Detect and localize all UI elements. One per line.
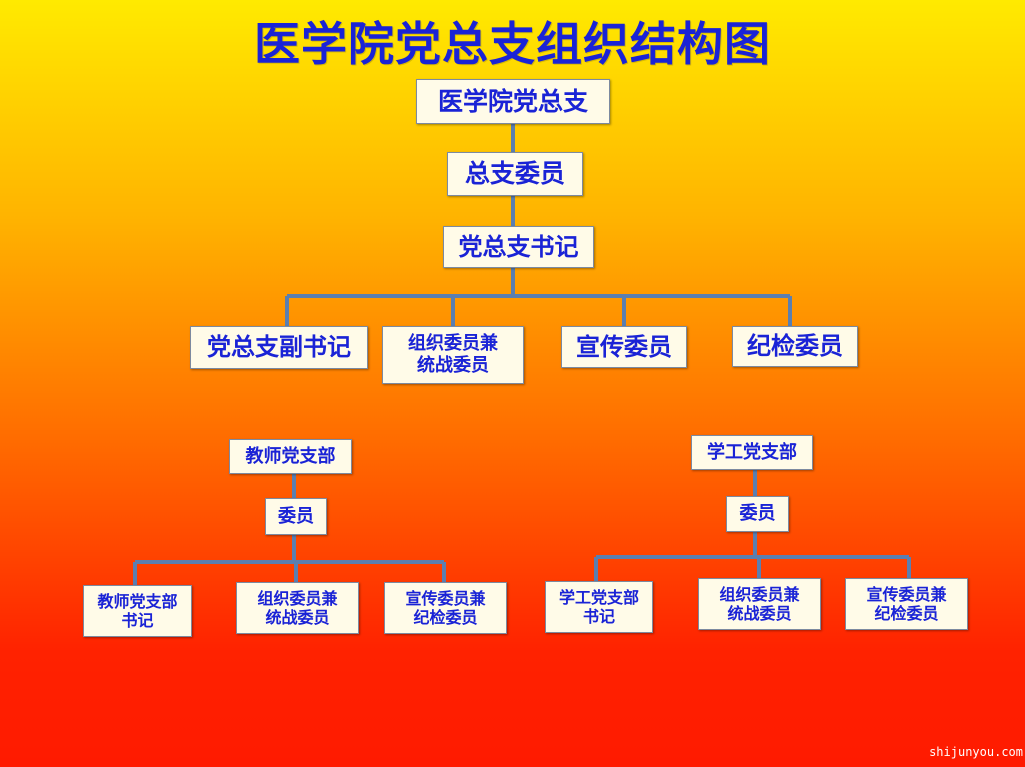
- node-teacher-committee: 委员: [265, 498, 327, 535]
- node-propaganda: 宣传委员: [561, 326, 687, 368]
- node-org-united-front: 组织委员兼 统战委员: [382, 326, 524, 384]
- node-secretary: 党总支书记: [443, 226, 594, 268]
- page-title: 医学院党总支组织结构图: [254, 17, 771, 71]
- node-teacher-org: 组织委员兼 统战委员: [236, 582, 359, 634]
- node-committee: 总支委员: [447, 152, 583, 196]
- node-deputy-secretary: 党总支副书记: [190, 326, 368, 369]
- node-student-propaganda: 宣传委员兼 纪检委员: [845, 578, 968, 630]
- node-teacher-branch: 教师党支部: [229, 439, 352, 474]
- node-student-org: 组织委员兼 统战委员: [698, 578, 821, 630]
- node-student-branch: 学工党支部: [691, 435, 813, 470]
- node-teacher-propaganda: 宣传委员兼 纪检委员: [384, 582, 507, 634]
- node-student-committee: 委员: [726, 496, 789, 532]
- node-student-secretary: 学工党支部 书记: [545, 581, 653, 633]
- watermark: shijunyou.com: [929, 745, 1023, 759]
- node-discipline: 纪检委员: [732, 326, 858, 367]
- node-root: 医学院党总支: [416, 79, 610, 124]
- node-teacher-secretary: 教师党支部 书记: [83, 585, 192, 637]
